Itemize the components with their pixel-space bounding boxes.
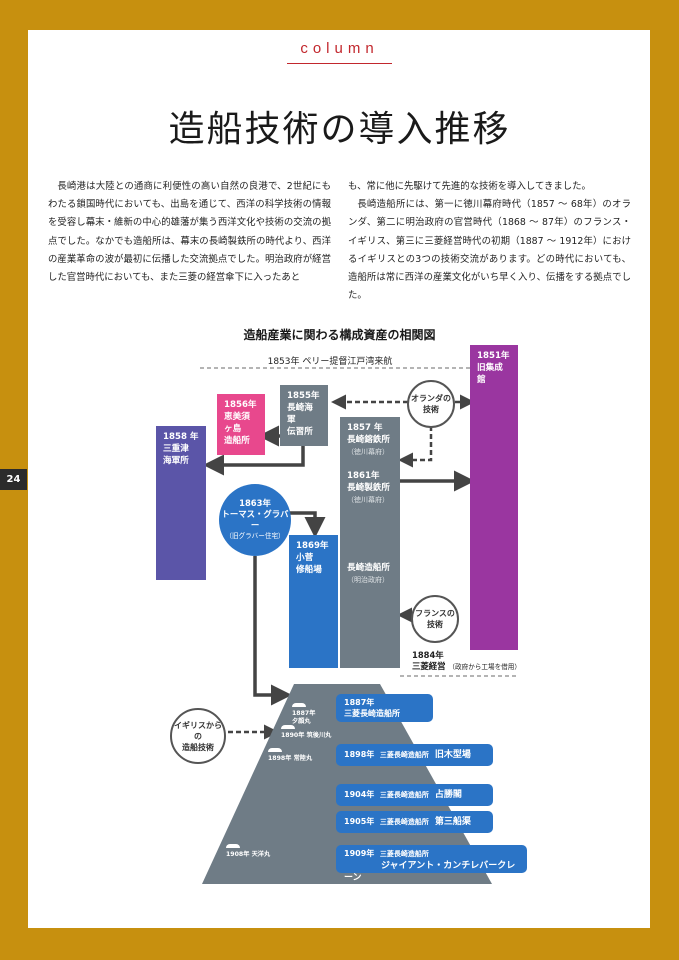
body-column-right: も、常に他に先駆けて先進的な技術を導入してきました。 長崎造船所には、第一に徳川… (348, 178, 631, 305)
ship-icon (268, 748, 282, 752)
mitsubishi-1884-label: 1884年 三菱経営 （政府から工場を借用） (412, 650, 521, 671)
ship-hitachi: 1898年 常陸丸 (268, 747, 312, 763)
body-paragraph: 長崎造船所には、第一に徳川幕府時代（1857 ～ 68年）のオランダ、第二に明治… (348, 199, 631, 302)
box-1851-shuseikan: 1851年旧集成館 (470, 345, 518, 650)
arrow-1855-to-1858 (203, 446, 305, 476)
ship-tenyo: 1908年 天洋丸 (226, 843, 270, 859)
ship-yugao: 1887年夕顔丸 (292, 702, 315, 726)
mitsubishi-item-1909: 1909年 三菱長崎造船所 ジャイアント・カンチレバークレーン (336, 845, 527, 883)
page-number-tab: 24 (0, 469, 27, 490)
box-1856-ebisugashima: 1856年恵美須ヶ島造船所 (217, 394, 265, 455)
mitsubishi-item-1887: 1887年三菱長崎造船所 (336, 694, 433, 722)
diagram-title: 造船産業に関わる構成資産の相関図 (243, 328, 436, 342)
perry-label: 1853年 ペリー提督江戸湾来航 (267, 357, 393, 367)
column-rule (287, 63, 392, 64)
circle-holland-tech: オランダの技術 (407, 380, 455, 428)
ship-icon (281, 725, 295, 729)
ship-icon (292, 703, 306, 707)
mitsubishi-item-1905: 1905年 三菱長崎造船所第三船渠 (336, 811, 493, 833)
arrow-glover-to-pyramid (253, 556, 292, 706)
body-paragraph: も、常に他に先駆けて先進的な技術を導入してきました。 (348, 181, 591, 192)
box-1858-mietsu: 1858 年三重津海軍所 (156, 426, 206, 580)
box-1869-kosuge: 1869年小菅修船場 (289, 535, 338, 668)
arrow-holland-to-1857 (398, 426, 433, 468)
page-title: 造船技術の導入推移 (168, 109, 511, 150)
body-column-left: 長崎港は大陸との通商に利便性の高い自然の良港で、2世紀にもわたる鎖国時代において… (48, 178, 331, 287)
circle-glover: 1863年 トーマス・グラバー （旧グラバー住宅） (219, 484, 291, 556)
arrow-glover-to-1869 (286, 511, 326, 538)
mitsubishi-item-1904: 1904年 三菱長崎造船所占勝閣 (336, 784, 493, 806)
circle-france-tech: フランスの技術 (411, 595, 459, 643)
mitsubishi-item-1898: 1898年 三菱長崎造船所旧木型場 (336, 744, 493, 766)
column-label: column (300, 40, 379, 57)
box-1855-naval-training: 1855年長崎海軍伝習所 (280, 385, 328, 446)
ship-chikugogawa: 1890年 筑後川丸 (281, 724, 331, 740)
body-paragraph: 長崎港は大陸との通商に利便性の高い自然の良港で、2世紀にもわたる鎖国時代において… (48, 181, 331, 284)
circle-britain-tech: イギリスからの造船技術 (170, 708, 226, 764)
ship-icon (226, 844, 240, 848)
box-1857-nagasaki: 1857 年長崎鎔鉄所 （徳川幕府） 1861年長崎製鉄所 （徳川幕府） 長崎造… (340, 417, 400, 668)
